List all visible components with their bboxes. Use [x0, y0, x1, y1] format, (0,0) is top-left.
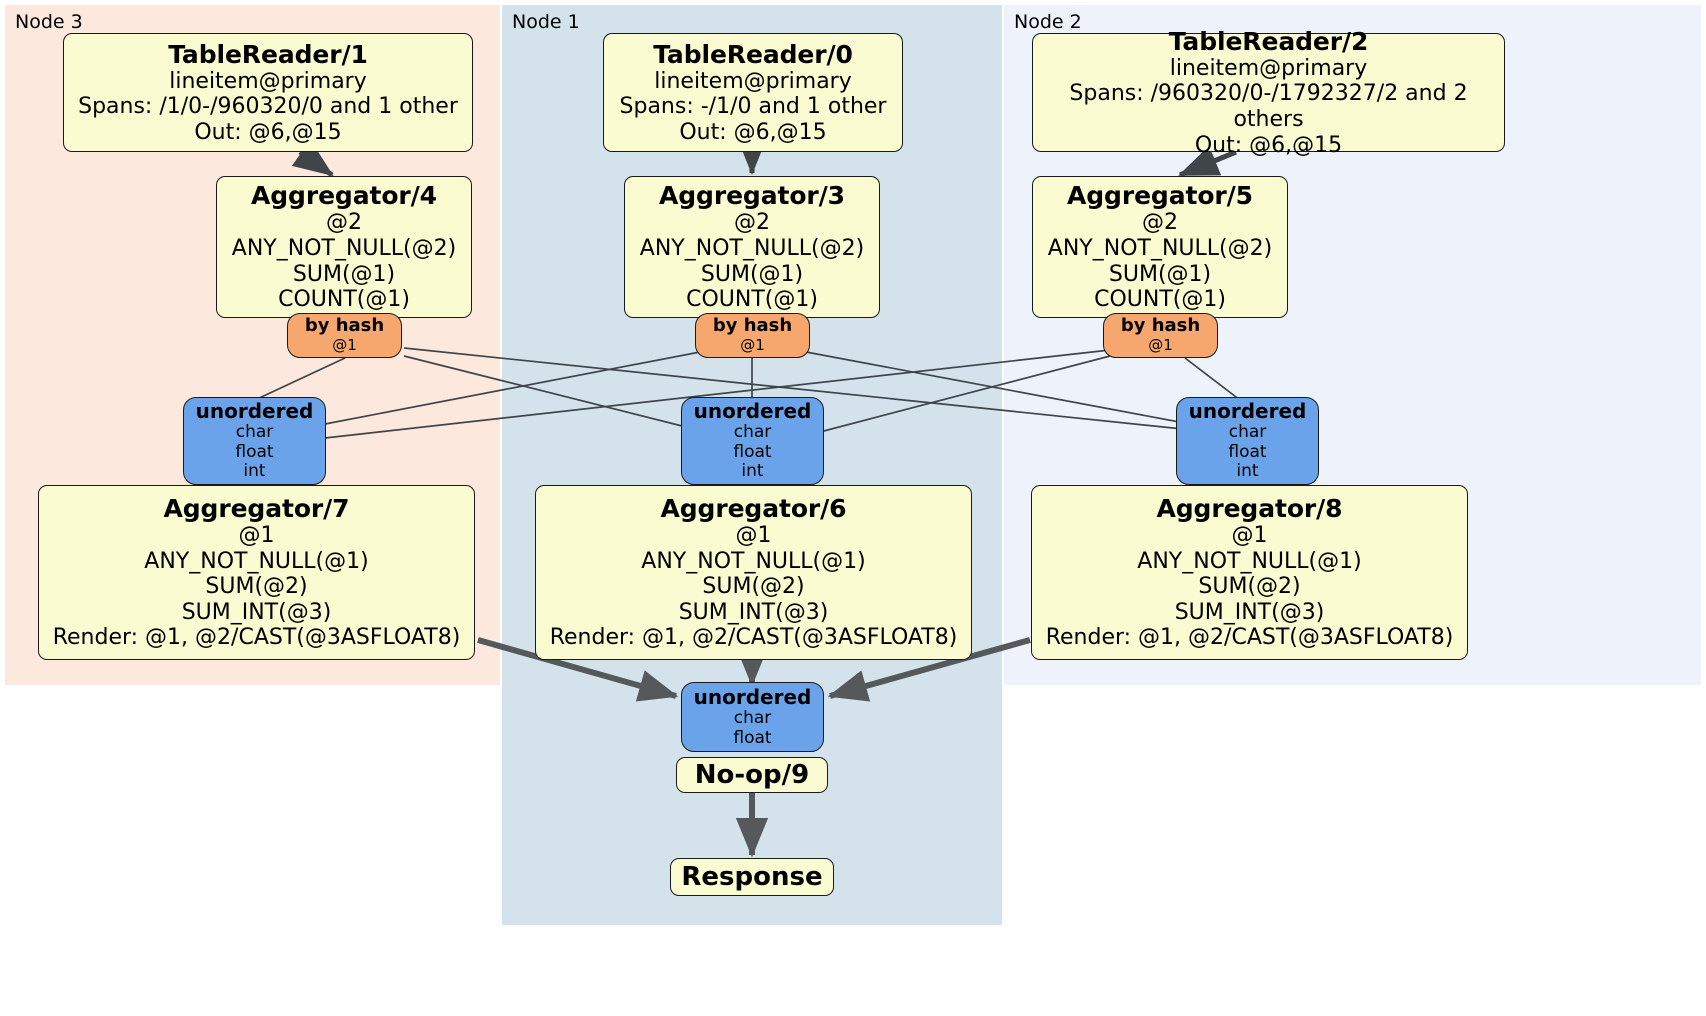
table-reader-2-table: lineitem@primary: [1169, 55, 1368, 81]
final-unordered-router-type-1: char: [733, 707, 772, 728]
hash-router-node-2[interactable]: by hash @1: [1103, 313, 1218, 358]
aggregator-8-agg-2: SUM(@2): [1198, 574, 1301, 600]
aggregator-6-agg-1: ANY_NOT_NULL(@1): [641, 548, 866, 574]
aggregator-6-agg-3: SUM_INT(@3): [678, 599, 829, 625]
aggregator-5-agg-1: ANY_NOT_NULL(@2): [1047, 235, 1273, 261]
final-unordered-router-title: unordered: [693, 684, 812, 709]
aggregator-4-agg-2: SUM(@1): [292, 261, 396, 287]
unordered-router-node-1-type-1: char: [733, 422, 772, 443]
table-reader-0-title: TableReader/0: [653, 39, 853, 69]
aggregator-8-title: Aggregator/8: [1156, 494, 1343, 524]
aggregator-3[interactable]: Aggregator/3 @2 ANY_NOT_NULL(@2) SUM(@1)…: [624, 176, 880, 318]
aggregator-4-group: @2: [326, 210, 362, 236]
hash-router-node-2-title: by hash: [1120, 315, 1201, 337]
aggregator-3-group: @2: [734, 210, 770, 236]
final-unordered-router-type-2: float: [733, 727, 772, 748]
table-reader-2-title: TableReader/2: [1168, 26, 1369, 56]
response[interactable]: Response: [670, 858, 834, 896]
aggregator-7-agg-3: SUM_INT(@3): [181, 599, 332, 625]
no-op-9-title: No-op/9: [694, 759, 810, 790]
table-reader-2[interactable]: TableReader/2 lineitem@primary Spans: /9…: [1032, 27, 1505, 158]
unordered-router-node-3-type-3: int: [243, 461, 266, 482]
table-reader-2-spans: Spans: /960320/0-/1792327/2 and 2 others: [1069, 81, 1468, 132]
aggregator-8-group: @1: [1231, 523, 1268, 549]
hash-router-node-1[interactable]: by hash @1: [695, 313, 810, 358]
table-reader-1-spans: Spans: /1/0-/960320/0 and 1 other: [78, 94, 458, 120]
aggregator-8-agg-1: ANY_NOT_NULL(@1): [1137, 548, 1362, 574]
table-reader-0-table: lineitem@primary: [654, 68, 852, 94]
aggregator-6-render: Render: @1, @2/CAST(@3ASFLOAT8): [549, 625, 958, 651]
unordered-router-node-2-title: unordered: [1188, 398, 1307, 423]
unordered-router-node-3-title: unordered: [195, 398, 314, 423]
table-reader-0[interactable]: TableReader/0 lineitem@primary Spans: -/…: [603, 33, 903, 152]
unordered-router-node-1[interactable]: unordered char float int: [681, 397, 824, 485]
hash-router-node-3-column: @1: [332, 336, 357, 355]
unordered-router-node-3[interactable]: unordered char float int: [183, 397, 326, 485]
unordered-router-node-1-type-3: int: [741, 461, 764, 482]
table-reader-0-spans: Spans: -/1/0 and 1 other: [619, 94, 887, 120]
aggregator-7[interactable]: Aggregator/7 @1 ANY_NOT_NULL(@1) SUM(@2)…: [38, 485, 475, 660]
aggregator-7-title: Aggregator/7: [163, 494, 350, 524]
table-reader-1-title: TableReader/1: [168, 39, 368, 69]
aggregator-7-render: Render: @1, @2/CAST(@3ASFLOAT8): [52, 625, 461, 651]
unordered-router-node-3-type-1: char: [235, 422, 274, 443]
panel-node-2-label: Node 2: [1014, 11, 1082, 33]
hash-router-node-3[interactable]: by hash @1: [287, 313, 402, 358]
panel-node-3-label: Node 3: [15, 11, 83, 33]
aggregator-5-group: @2: [1142, 210, 1178, 236]
aggregator-7-agg-1: ANY_NOT_NULL(@1): [144, 548, 369, 574]
unordered-router-node-1-type-2: float: [733, 441, 772, 462]
aggregator-3-agg-2: SUM(@1): [700, 261, 804, 287]
aggregator-7-group: @1: [238, 523, 275, 549]
aggregator-8[interactable]: Aggregator/8 @1 ANY_NOT_NULL(@1) SUM(@2)…: [1031, 485, 1468, 660]
aggregator-3-agg-3: COUNT(@1): [686, 287, 818, 313]
final-unordered-router[interactable]: unordered char float: [681, 682, 824, 752]
aggregator-6-agg-2: SUM(@2): [702, 574, 805, 600]
aggregator-7-agg-2: SUM(@2): [205, 574, 308, 600]
table-reader-2-out: Out: @6,@15: [1194, 132, 1343, 158]
aggregator-8-render: Render: @1, @2/CAST(@3ASFLOAT8): [1045, 625, 1454, 651]
table-reader-1-table: lineitem@primary: [169, 68, 367, 94]
aggregator-5-agg-3: COUNT(@1): [1094, 287, 1226, 313]
hash-router-node-1-column: @1: [740, 336, 765, 355]
aggregator-8-agg-3: SUM_INT(@3): [1174, 599, 1325, 625]
unordered-router-node-2-type-2: float: [1228, 441, 1267, 462]
table-reader-1[interactable]: TableReader/1 lineitem@primary Spans: /1…: [63, 33, 473, 152]
aggregator-4[interactable]: Aggregator/4 @2 ANY_NOT_NULL(@2) SUM(@1)…: [216, 176, 472, 318]
aggregator-5-title: Aggregator/5: [1067, 181, 1253, 211]
aggregator-5[interactable]: Aggregator/5 @2 ANY_NOT_NULL(@2) SUM(@1)…: [1032, 176, 1288, 318]
aggregator-3-agg-1: ANY_NOT_NULL(@2): [639, 235, 865, 261]
aggregator-4-title: Aggregator/4: [251, 181, 437, 211]
unordered-router-node-2-type-1: char: [1228, 422, 1267, 443]
aggregator-4-agg-3: COUNT(@1): [278, 287, 410, 313]
table-reader-1-out: Out: @6,@15: [194, 119, 342, 145]
aggregator-3-title: Aggregator/3: [659, 181, 845, 211]
response-title: Response: [681, 861, 823, 892]
aggregator-4-agg-1: ANY_NOT_NULL(@2): [231, 235, 457, 261]
aggregator-5-agg-2: SUM(@1): [1108, 261, 1212, 287]
panel-node-1-label: Node 1: [512, 11, 580, 33]
table-reader-0-out: Out: @6,@15: [679, 119, 827, 145]
aggregator-6[interactable]: Aggregator/6 @1 ANY_NOT_NULL(@1) SUM(@2)…: [535, 485, 972, 660]
aggregator-6-title: Aggregator/6: [660, 494, 847, 524]
unordered-router-node-2-type-3: int: [1236, 461, 1259, 482]
hash-router-node-3-title: by hash: [304, 315, 385, 337]
unordered-router-node-1-title: unordered: [693, 398, 812, 423]
unordered-router-node-2[interactable]: unordered char float int: [1176, 397, 1319, 485]
hash-router-node-1-title: by hash: [712, 315, 793, 337]
unordered-router-node-3-type-2: float: [235, 441, 274, 462]
aggregator-6-group: @1: [735, 523, 772, 549]
no-op-9[interactable]: No-op/9: [676, 757, 828, 793]
hash-router-node-2-column: @1: [1148, 336, 1173, 355]
